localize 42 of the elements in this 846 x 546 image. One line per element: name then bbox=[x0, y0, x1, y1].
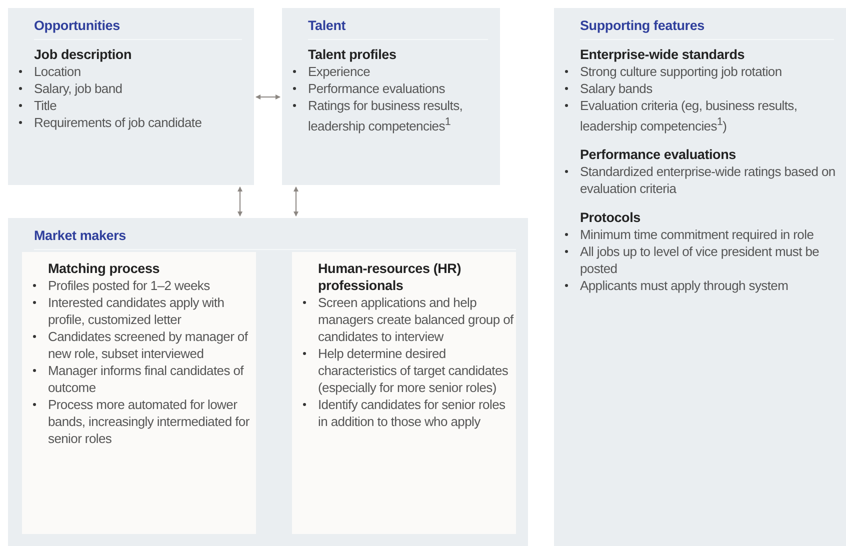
double-arrow bbox=[238, 186, 242, 216]
panel-heading: Opportunities bbox=[34, 16, 242, 40]
content-box bbox=[22, 252, 256, 534]
bullet-text: Salary, job band bbox=[34, 80, 254, 97]
bullet-text: Requirements of job candidate bbox=[34, 114, 254, 131]
double-arrow bbox=[294, 186, 298, 216]
bullet-text: Applicants must apply through system bbox=[580, 277, 846, 294]
bullet-text: Location bbox=[34, 63, 254, 80]
section-heading: Matching process bbox=[48, 260, 161, 277]
content-box bbox=[292, 252, 516, 534]
bullet-text: Strong culture supporting job rotation bbox=[580, 63, 846, 80]
double-arrow bbox=[256, 94, 280, 100]
panel-box bbox=[282, 8, 500, 185]
section-heading: Performance evaluations bbox=[580, 146, 737, 164]
bullet-text: Evaluation criteria (eg, business results, leadership competencies$^{1}$) bbox=[580, 97, 846, 134]
section-heading: Talent profiles bbox=[308, 46, 398, 63]
section-heading: Protocols bbox=[580, 209, 642, 226]
bullet-text: All jobs up to level of vice president must be posted bbox=[580, 243, 846, 278]
bullet-text: Ratings for business results, leadership competencies$^{1}$ bbox=[308, 97, 500, 134]
bullet-text: Salary bands bbox=[580, 80, 846, 97]
bullet-text: Screen applications and help managers create balanced group of candidates to interview bbox=[318, 294, 516, 345]
bullet-text: Process more automated for lower bands, increasingly intermediated for senior roles bbox=[48, 396, 256, 447]
panel-box bbox=[8, 8, 254, 185]
panel-box bbox=[8, 218, 528, 546]
bullet-text: Help determine desired characteristics of target candidates (especially for more senior roles) bbox=[318, 345, 516, 396]
bullet-text: Manager informs final candidates of outcome bbox=[48, 362, 256, 396]
bullet-text: Identify candidates for senior roles in addition to those who apply bbox=[318, 396, 516, 430]
panel-box bbox=[554, 8, 846, 546]
bullet-text: Profiles posted for 1–2 weeks bbox=[48, 277, 256, 294]
section-heading: Enterprise-wide standards bbox=[580, 46, 746, 63]
bullet-text: Performance evaluations bbox=[308, 80, 500, 97]
bullet-text: Minimum time commitment required in role bbox=[580, 226, 846, 244]
bullet-text: Experience bbox=[308, 63, 500, 80]
section-heading: Job description bbox=[34, 46, 133, 63]
bullet-text: Interested candidates apply with profile, customized letter bbox=[48, 294, 256, 328]
panel-heading: Supporting features bbox=[580, 16, 834, 40]
panel-heading: Market makers bbox=[34, 226, 516, 250]
bullet-text: Candidates screened by manager of new role, subset interviewed bbox=[48, 328, 256, 362]
bullet-text: Title bbox=[34, 97, 254, 114]
bullet-text: Standardized enterprise-wide ratings based on evaluation criteria bbox=[580, 163, 846, 198]
panel-heading: Talent bbox=[308, 16, 488, 40]
section-heading: Human-resources (HR) professionals bbox=[318, 260, 462, 294]
